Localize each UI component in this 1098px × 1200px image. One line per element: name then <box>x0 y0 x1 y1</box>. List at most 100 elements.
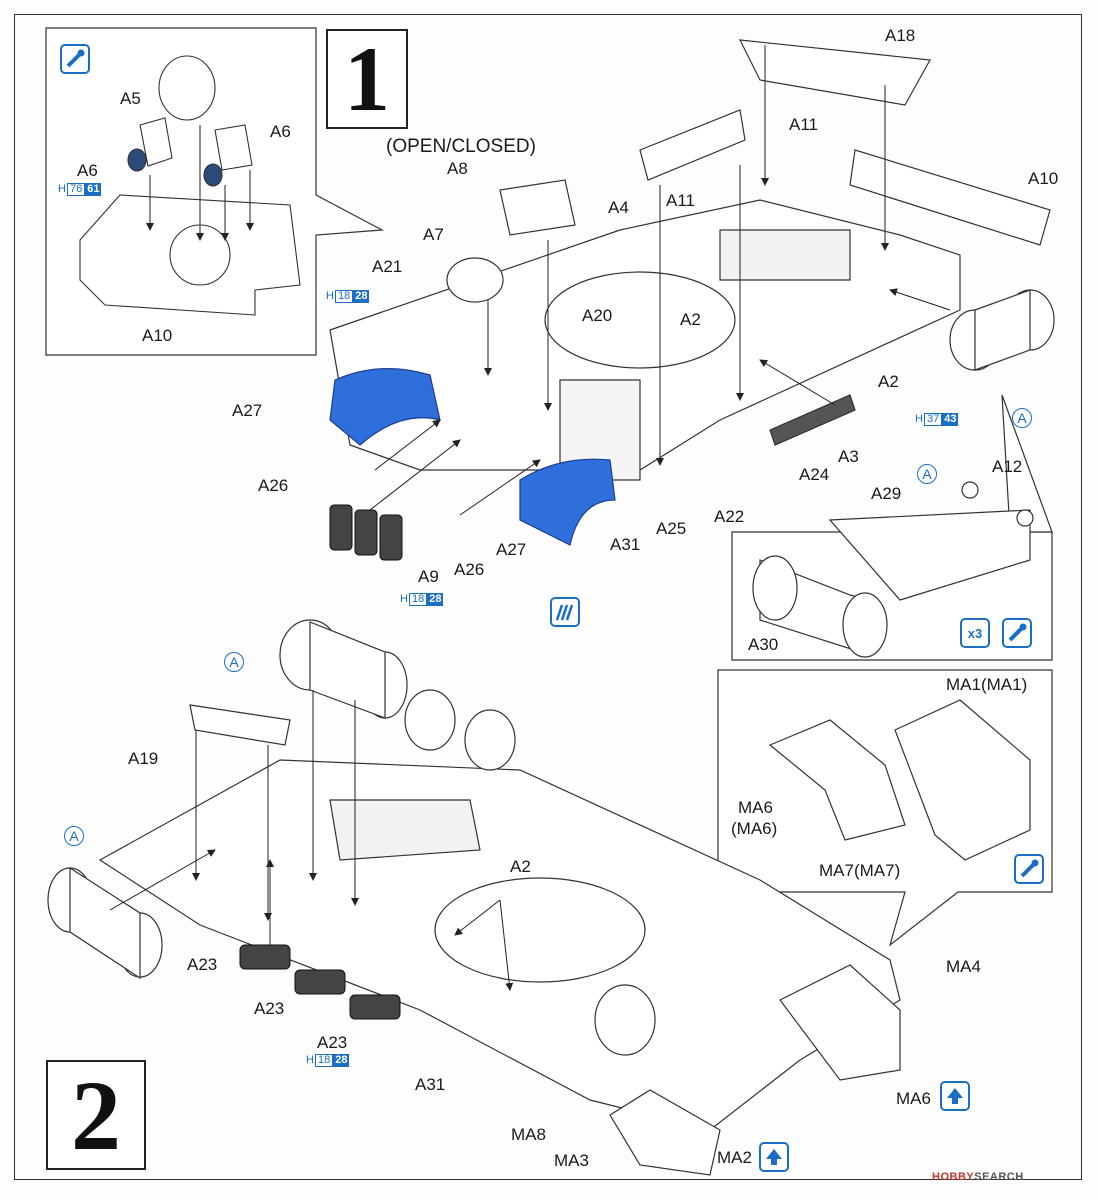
label-a23-2: A23 <box>254 999 285 1018</box>
badge-code-1: 76 <box>66 183 86 196</box>
label-a29: A29 <box>871 484 902 503</box>
label-a2-upper: A2 <box>680 310 701 329</box>
a10-plate-right <box>849 149 1051 246</box>
label-a23-1: A23 <box>187 955 218 974</box>
label-ma8: MA8 <box>511 1125 546 1144</box>
label-a18: A18 <box>885 26 916 45</box>
label-a3: A3 <box>838 447 859 466</box>
color-badge-a21: H 18 28 <box>326 290 370 303</box>
label-a6-left: A6 <box>77 161 98 180</box>
label-a10-right: A10 <box>1028 169 1059 188</box>
color-badge-a23: H 18 28 <box>306 1054 350 1067</box>
label-ma6-lower: MA6 <box>896 1089 931 1108</box>
color-badge-a6: H 76 61 <box>58 183 102 196</box>
label-a30: A30 <box>748 635 779 654</box>
step-number-1: 1 <box>326 28 408 130</box>
fuel-tank-assembly <box>752 481 1034 658</box>
engine-deck-plate <box>79 55 301 316</box>
label-a27-lower: A27 <box>496 540 527 559</box>
up-arrow-icon <box>940 1081 970 1111</box>
label-a27-upper: A27 <box>232 401 263 420</box>
callout-a-inset: A <box>917 464 937 484</box>
label-a22: A22 <box>714 507 745 526</box>
label-a8: A8 <box>447 159 468 178</box>
a7-cupola <box>446 257 504 303</box>
label-ma6-inset: MA6 <box>738 798 773 817</box>
label-a12: A12 <box>992 457 1023 476</box>
badge-code-1: 18 <box>314 1054 334 1067</box>
color-badge-a3: H 37 43 <box>915 413 959 426</box>
label-a6-right: A6 <box>270 122 291 141</box>
open-closed-note: (OPEN/CLOSED) <box>386 136 536 157</box>
a8-hatch <box>499 179 576 236</box>
times-three-icon: x3 <box>960 618 990 648</box>
label-a20: A20 <box>582 306 613 325</box>
label-a25: A25 <box>656 519 687 538</box>
label-a31-upper: A31 <box>610 535 641 554</box>
label-ma7: MA7(MA7) <box>819 861 901 880</box>
cupola-step2 <box>594 984 656 1056</box>
label-a26-lower: A26 <box>454 560 485 579</box>
label-ma1: MA1(MA1) <box>946 675 1028 694</box>
times-three-label: x3 <box>967 625 983 641</box>
a3-tow-cable <box>769 394 856 446</box>
blue-fender-right <box>519 458 616 546</box>
glue-icon <box>1014 854 1044 884</box>
label-a7: A7 <box>423 225 444 244</box>
badge-code-2: 28 <box>353 290 370 303</box>
callout-a-step2-top: A <box>224 652 244 672</box>
badge-code-1: 18 <box>334 290 354 303</box>
label-a26-upper: A26 <box>258 476 289 495</box>
a9-track-links <box>329 504 403 561</box>
label-a2-lower: A2 <box>510 857 531 876</box>
badge-code-1: 37 <box>923 413 943 426</box>
upper-hull-step1 <box>329 39 1055 481</box>
badge-code-2: 28 <box>427 593 444 606</box>
a19-toolbox <box>189 704 291 746</box>
label-ma4: MA4 <box>946 957 981 976</box>
paint-pattern-icon <box>550 597 580 627</box>
callout-a-top-right: A <box>1012 408 1032 428</box>
ma6-fender <box>779 964 901 1081</box>
a4-toolbox <box>639 109 746 181</box>
badge-h: H <box>400 593 408 605</box>
label-a2-right: A2 <box>878 372 899 391</box>
a18-engine-deck <box>738 39 931 106</box>
up-arrow-icon <box>759 1142 789 1172</box>
badge-h: H <box>58 183 66 195</box>
label-ma6-inset-paren: (MA6) <box>731 819 778 838</box>
label-ma2: MA2 <box>717 1148 752 1167</box>
callout-a-step2-left: A <box>64 826 84 846</box>
label-a10-inset: A10 <box>142 326 173 345</box>
a23-spare-tracks <box>239 944 401 1020</box>
color-badge-a9: H 18 28 <box>400 593 444 606</box>
badge-h: H <box>326 290 334 302</box>
watermark: HOBBYSEARCH <box>932 1171 1024 1183</box>
label-ma3: MA3 <box>554 1151 589 1170</box>
glue-icon <box>60 44 90 74</box>
label-a24: A24 <box>799 465 830 484</box>
label-a19: A19 <box>128 749 159 768</box>
label-a23-3: A23 <box>317 1033 348 1052</box>
label-a4: A4 <box>608 198 629 217</box>
label-a11-top: A11 <box>789 115 818 134</box>
watermark-brand: HOBBY <box>932 1171 975 1183</box>
label-a21: A21 <box>372 257 403 276</box>
upper-hull-step2 <box>47 619 901 1176</box>
page-frame <box>14 14 1082 1180</box>
label-a5: A5 <box>120 89 141 108</box>
badge-h: H <box>306 1054 314 1066</box>
badge-code-2: 43 <box>942 413 959 426</box>
badge-code-2: 28 <box>333 1054 350 1067</box>
glue-icon <box>1002 618 1032 648</box>
label-a31-lower: A31 <box>415 1075 446 1094</box>
badge-h: H <box>915 413 923 425</box>
watermark-rest: SEARCH <box>974 1171 1024 1183</box>
ma2-fender <box>609 1089 721 1176</box>
label-a9: A9 <box>418 567 439 586</box>
step-number-2: 2 <box>46 1060 146 1171</box>
mudguard-parts <box>768 699 1031 861</box>
badge-code-1: 18 <box>408 593 428 606</box>
